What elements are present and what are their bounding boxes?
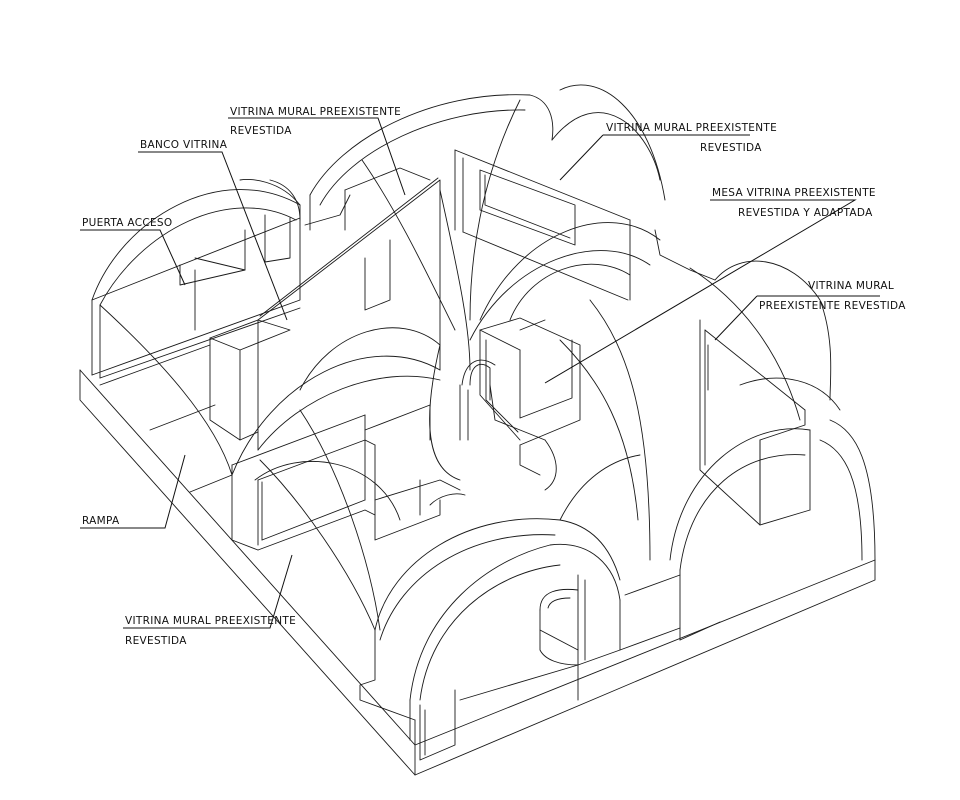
label-text: MESA VITRINA PREEXISTENTE xyxy=(712,187,876,199)
label-vitrina-right-top: VITRINA MURAL PREEXISTENTE REVESTIDA xyxy=(606,122,777,154)
label-text: VITRINA MURAL PREEXISTENTE xyxy=(230,106,401,118)
label-banco-vitrina: BANCO VITRINA xyxy=(140,139,228,151)
label-text: PREEXISTENTE REVESTIDA xyxy=(759,300,906,312)
right-room xyxy=(624,260,876,641)
label-vitrina-right: VITRINA MURAL PREEXISTENTE REVESTIDA xyxy=(759,280,906,312)
leader-lines xyxy=(80,117,880,629)
central-partition xyxy=(209,177,441,476)
label-text: VITRINA MURAL PREEXISTENTE xyxy=(606,122,777,134)
label-vitrina-top: VITRINA MURAL PREEXISTENTE REVESTIDA xyxy=(230,106,401,137)
front-room xyxy=(231,404,681,761)
label-mesa-vitrina: MESA VITRINA PREEXISTENTE REVESTIDA Y AD… xyxy=(712,187,876,219)
label-text: REVESTIDA Y ADAPTADA xyxy=(738,207,873,219)
left-wing xyxy=(91,179,301,493)
rear-room xyxy=(304,84,666,371)
label-text: REVESTIDA xyxy=(700,142,762,154)
label-text: REVESTIDA xyxy=(230,125,292,137)
label-text: REVESTIDA xyxy=(125,635,187,647)
label-text: PUERTA ACCESO xyxy=(82,217,172,229)
middle-vault xyxy=(429,219,716,561)
label-vitrina-bottom: VITRINA MURAL PREEXISTENTE REVESTIDA xyxy=(125,615,296,647)
label-rampa: RAMPA xyxy=(82,515,120,527)
label-text: RAMPA xyxy=(82,515,120,527)
label-text: BANCO VITRINA xyxy=(140,139,228,151)
label-puerta-acceso: PUERTA ACCESO xyxy=(82,217,172,229)
label-text: VITRINA MURAL PREEXISTENTE xyxy=(125,615,296,627)
label-text: VITRINA MURAL xyxy=(808,280,894,292)
base-slab xyxy=(79,299,876,776)
